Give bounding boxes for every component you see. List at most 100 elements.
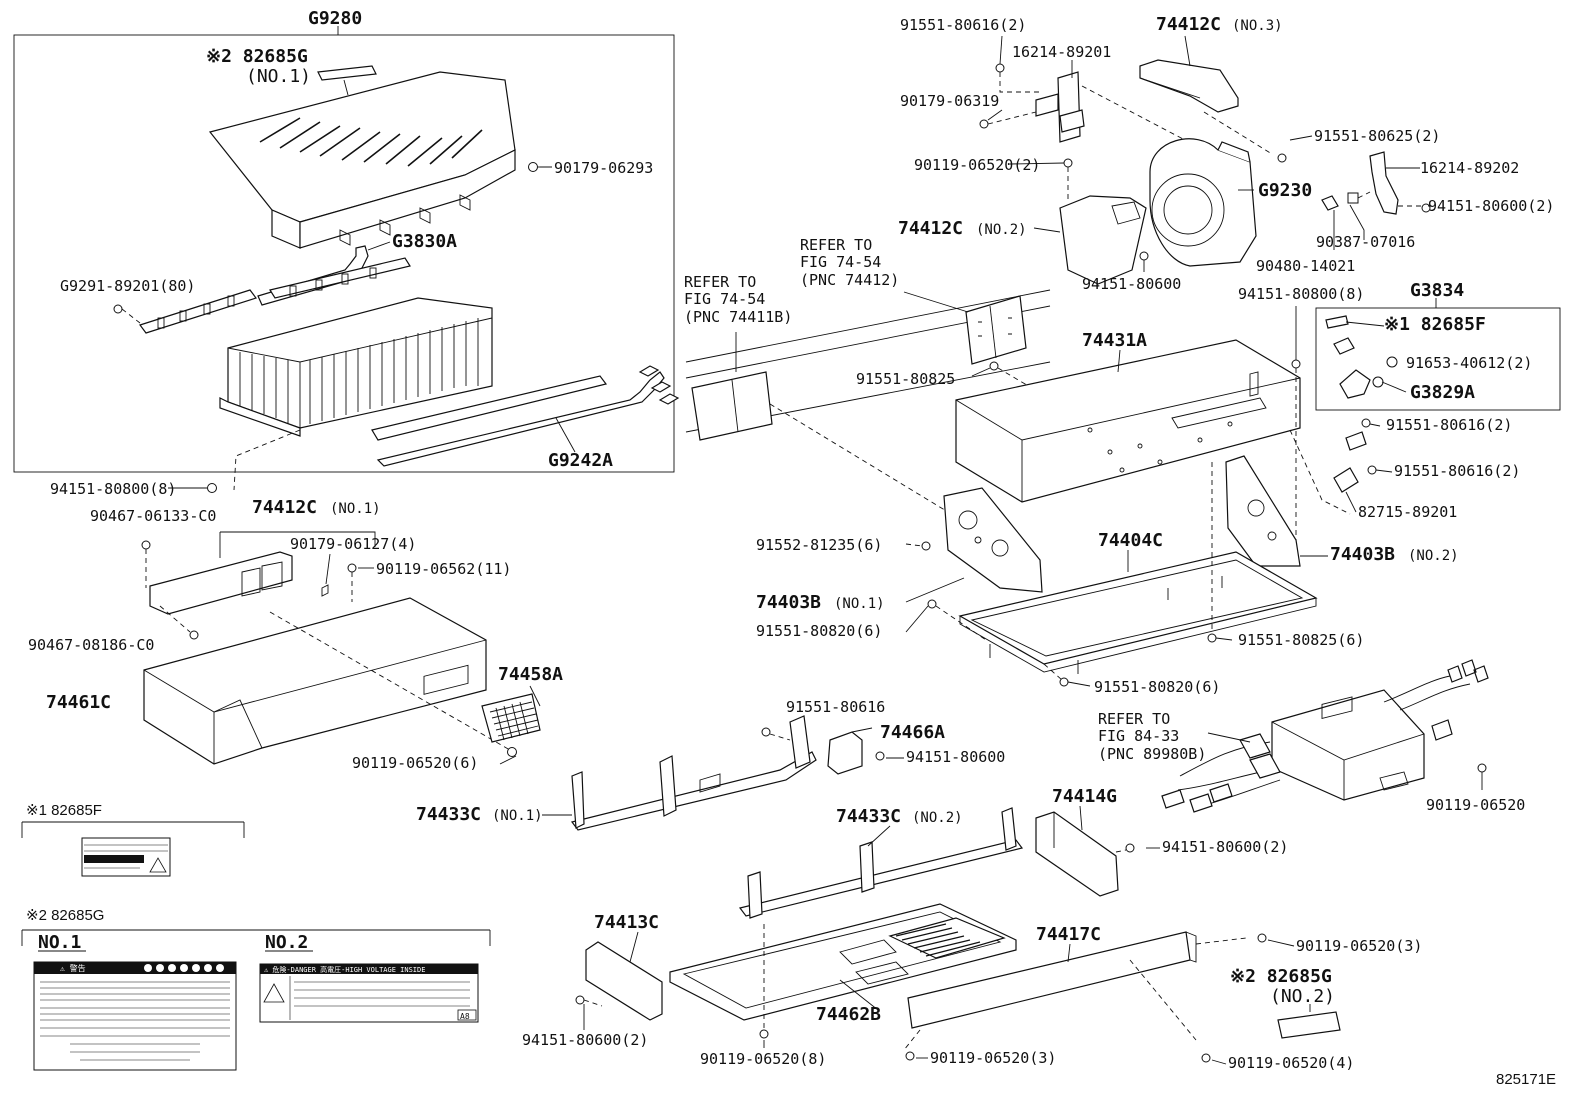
label-91551-80820-6-a: 91551-80820(6): [756, 622, 882, 640]
tray-74404c: [958, 550, 1318, 674]
label-90467-06133: 90467-06133-C0: [90, 507, 216, 525]
label-91551-80825-6: 91551-80825(6): [1238, 631, 1364, 649]
label-90119-06520-6: 90119-06520(6): [352, 754, 478, 772]
label-82685f-sticker: [1325, 315, 1349, 329]
label-g9280: G9280: [308, 8, 362, 29]
callout-labels: G9280 ※2 82685G (NO.1) 90179-06293 G3830…: [26, 8, 1556, 1088]
g3834-kit: [1315, 298, 1561, 411]
cell-stack-lines: [239, 318, 479, 424]
label-refer3-l2: FIG 84-33: [1098, 727, 1179, 745]
label-74431a: 74431A: [1082, 330, 1147, 351]
duct-74412c-no3: [1139, 59, 1239, 113]
screw-icon: [995, 63, 1005, 73]
label-74412c-no2: 74412C: [898, 218, 963, 239]
warning-icon: [149, 857, 167, 873]
bolt-icon: [507, 747, 517, 757]
label-74403b-no2: 74403B: [1330, 544, 1395, 565]
label-g3829a: G3829A: [1410, 382, 1475, 403]
label-90119-06520-4: 90119-06520(4): [1228, 1054, 1354, 1072]
g3834-frame: [1315, 307, 1561, 411]
label-74433c-no1-sub: (NO.1): [492, 808, 543, 824]
bolt-icon: [989, 361, 999, 371]
g9280-frame: [13, 34, 675, 473]
label-90480: 90480-14021: [1256, 257, 1355, 275]
label-g3834: G3834: [1410, 280, 1464, 301]
label-74466a: 74466A: [880, 722, 945, 743]
g9280-assembly: [13, 26, 680, 491]
bus-bar-right: [269, 257, 411, 299]
label-74403b-no2-sub: (NO.2): [1408, 548, 1459, 564]
nut-icon: [875, 751, 885, 761]
bolt-icon: [207, 483, 217, 493]
battery-ecu: [1161, 659, 1489, 813]
label-74458a: 74458A: [498, 664, 563, 685]
label-74413c: 74413C: [594, 912, 659, 933]
blower-assembly: [979, 35, 1431, 285]
label-refer3-l3: (PNC 89980B): [1098, 745, 1206, 763]
label-no1-graphic: ⚠ 警告: [33, 961, 237, 1071]
label-91551-80616-2-top: 91551-80616(2): [900, 16, 1026, 34]
label-refer1-l1: REFER TO: [800, 236, 872, 254]
bushing-icon: [1347, 192, 1359, 204]
duct-74412c-no2: [1059, 195, 1147, 285]
high-voltage-icon: [263, 983, 285, 1003]
label-refer3-l1: REFER TO: [1098, 710, 1170, 728]
legend-82685f-title: ※1 82685F: [26, 802, 102, 819]
bus-bar-left: [139, 289, 257, 334]
bolt-icon: [1207, 633, 1217, 643]
bolt-icon: [905, 1051, 915, 1061]
label-91551-80625: 91551-80625(2): [1314, 127, 1440, 145]
cover-ribs: [259, 117, 483, 167]
bolt-icon: [1257, 933, 1267, 943]
label-90179-06293: 90179-06293: [554, 159, 653, 177]
label-91551-80825: 91551-80825: [856, 370, 955, 388]
label-94151-80600: 94151-80600: [1082, 275, 1181, 293]
legend-no2: NO.2: [265, 932, 308, 953]
74461c-cover: [143, 597, 511, 765]
label-91551-80820-6-b: 91551-80820(6): [1094, 678, 1220, 696]
label-90119-06520-3-b: 90119-06520(3): [930, 1049, 1056, 1067]
label-74433c-no1: 74433C: [416, 804, 481, 825]
bracket-74403b-no1: [905, 487, 1043, 603]
label-82685g-no1-sticker: [317, 65, 377, 81]
label-16214-89201: 16214-89201: [1012, 43, 1111, 61]
battery-module: [227, 297, 493, 429]
bolt-icon: [761, 727, 771, 737]
blower-g9230: [1149, 138, 1257, 267]
label-90119-06562: 90119-06562(11): [376, 560, 511, 578]
legend-82685g-title: ※2 82685G: [26, 907, 104, 924]
label-74412c-no1: 74412C: [252, 497, 317, 518]
label-no2-paren: (NO.2): [1270, 986, 1335, 1007]
cover-74413c: [585, 931, 663, 1021]
nut-icon: [113, 304, 123, 314]
screw-icon: [1063, 158, 1073, 168]
label-91653: 91653-40612(2): [1406, 354, 1532, 372]
label-refer1-l3: (PNC 74412): [800, 271, 899, 289]
nut-icon: [1125, 843, 1135, 853]
label-90119-06520-right: 90119-06520: [1426, 796, 1525, 814]
screw-icon: [1372, 376, 1384, 388]
screw-icon: [1361, 418, 1371, 428]
label-74433c-no2-sub: (NO.2): [912, 810, 963, 826]
label-90467-08186: 90467-08186-C0: [28, 636, 154, 654]
label-90179-06319: 90179-06319: [900, 92, 999, 110]
label-g9242a: G9242A: [548, 450, 613, 471]
bolt-icon: [575, 995, 585, 1005]
label-74412c-no1-sub: (NO.1): [330, 501, 381, 517]
figure-code: 825171E: [1496, 1071, 1556, 1088]
connector-g3829a: [1339, 369, 1371, 399]
label-90119-06520-3-a: 90119-06520(3): [1296, 937, 1422, 955]
bracket-74403b-no2: [1225, 455, 1328, 567]
label-82685f-graphic: [81, 837, 171, 877]
bracket-16214-89202: [1369, 151, 1399, 215]
label-91551-80616-2-b: 91551-80616(2): [1394, 462, 1520, 480]
label-74462b: 74462B: [816, 1004, 881, 1025]
label-82685g-no1: ※2 82685G: [206, 46, 308, 67]
bolt-icon: [528, 162, 538, 172]
label-16214-89202: 16214-89202: [1420, 159, 1519, 177]
label-90387: 90387-07016: [1316, 233, 1415, 251]
bolt-icon: [189, 630, 199, 640]
label-90119-06520-2: 90119-06520(2): [914, 156, 1040, 174]
legend-no1: NO.1: [38, 932, 81, 953]
label-94151-80800-8-left: 94151-80800(8): [50, 480, 176, 498]
